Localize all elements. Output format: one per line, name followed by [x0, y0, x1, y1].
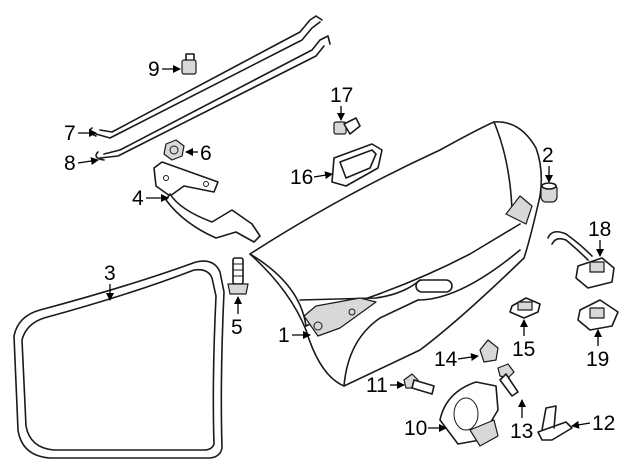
trunk-lid-part-1 — [249, 121, 543, 387]
callout-12: 12 — [571, 412, 615, 435]
callout-label: 9 — [148, 58, 160, 81]
callout-label: 19 — [586, 348, 609, 371]
clip-part-9 — [181, 53, 197, 75]
callout-label: 18 — [588, 218, 611, 241]
callout-6: 6 — [185, 142, 212, 165]
callout-label: 5 — [231, 316, 243, 339]
callout-label: 16 — [290, 166, 313, 189]
callout-label: 14 — [434, 348, 458, 371]
callout-19: 19 — [586, 329, 609, 371]
callout-label: 7 — [64, 122, 76, 145]
callout-label: 8 — [64, 152, 76, 175]
callout-3: 3 — [104, 262, 116, 301]
callout-label: 11 — [366, 374, 388, 397]
hinge-part-4 — [153, 161, 261, 243]
callout-14: 14 — [434, 348, 479, 371]
clip-part-14 — [479, 339, 499, 363]
fastener-part-17 — [333, 117, 361, 135]
callout-15: 15 — [512, 319, 535, 361]
switch-part-15 — [509, 297, 541, 319]
callout-10: 10 — [404, 417, 447, 440]
callout-5: 5 — [231, 296, 243, 339]
callout-label: 4 — [132, 187, 144, 210]
camera-part-18 — [547, 230, 615, 289]
callout-label: 6 — [200, 142, 212, 165]
callout-9: 9 — [148, 58, 181, 81]
callout-label: 1 — [278, 324, 290, 347]
latch-part-10 — [439, 381, 499, 447]
callout-label: 12 — [592, 412, 615, 435]
callout-7: 7 — [64, 122, 97, 145]
camera-bracket-part-19 — [577, 299, 619, 331]
callout-label: 17 — [330, 84, 353, 107]
callout-label: 10 — [404, 417, 427, 440]
callout-18: 18 — [588, 218, 611, 257]
support-rods — [88, 15, 331, 161]
callout-2: 2 — [542, 144, 554, 183]
bolt-part-11 — [403, 373, 435, 395]
callout-1: 1 — [278, 324, 311, 347]
handle-part-16 — [331, 143, 383, 187]
bolt-part-5 — [227, 257, 249, 295]
callout-label: 15 — [512, 338, 535, 361]
callout-17: 17 — [330, 84, 353, 121]
callout-13: 13 — [510, 399, 533, 443]
callout-label: 3 — [104, 262, 116, 285]
callout-11: 11 — [366, 374, 405, 397]
bolt-part-13 — [497, 363, 519, 397]
striker-part-12 — [537, 405, 573, 441]
callout-4: 4 — [132, 187, 169, 210]
bumper-part-2 — [540, 182, 558, 203]
callout-label: 2 — [542, 144, 554, 167]
callout-16: 16 — [290, 166, 333, 189]
nut-part-6 — [163, 139, 185, 161]
callout-label: 13 — [510, 420, 533, 443]
callout-8: 8 — [64, 152, 99, 175]
weatherstrip-part-3 — [13, 260, 225, 459]
